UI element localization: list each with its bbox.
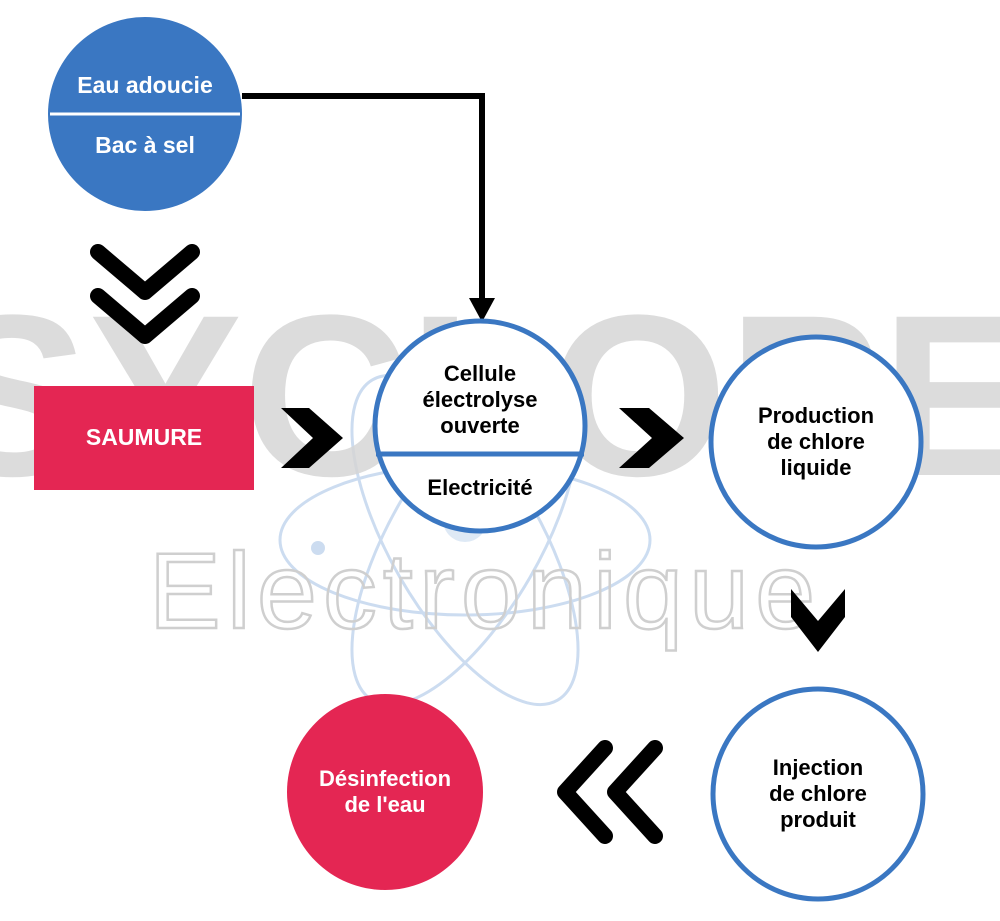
production-node (708, 334, 924, 550)
injection-node (710, 686, 926, 902)
arrow-down-icon (469, 298, 495, 322)
injection-label: Injection de chlore produit (769, 755, 867, 832)
double-chevron-down-icon (90, 244, 200, 344)
desinfection-label: Désinfection de l'eau (318, 766, 452, 817)
desinfection-node (287, 694, 483, 890)
source-node (48, 17, 242, 211)
production-label: Production de chlore liquide (757, 403, 875, 480)
source-bottom-label: Bac à sel (95, 132, 195, 159)
cellule-top-label: Cellule électrolyse ouverte (422, 361, 538, 438)
chevron-right-icon-2 (619, 408, 684, 468)
chevron-right-icon (281, 408, 343, 468)
source-top-label: Eau adoucie (77, 72, 213, 99)
watermark-subtitle-text: Electronique (149, 530, 821, 651)
saumure-label: SAUMURE (85, 424, 203, 451)
chevron-down-icon (791, 589, 845, 652)
saumure-node (34, 386, 254, 490)
double-chevron-left-icon (557, 740, 663, 844)
connector-line (242, 93, 485, 302)
cellule-bottom-label: Electricité (427, 475, 533, 501)
cellule-node (372, 318, 588, 534)
